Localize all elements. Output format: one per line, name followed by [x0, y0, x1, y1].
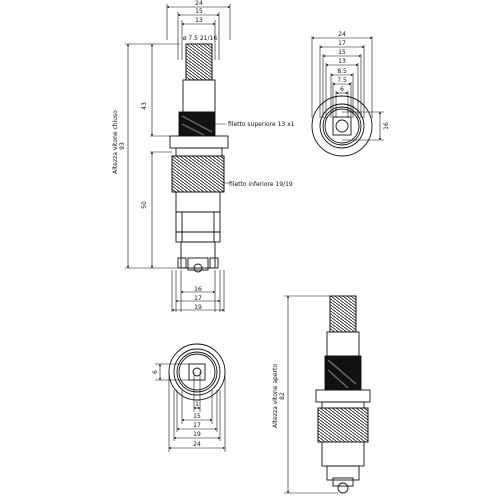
view-a-dim-24: 24: [195, 0, 203, 7]
view-c-dimensions: [155, 363, 226, 452]
view-b-dim-6: 6: [340, 86, 344, 93]
view-a-dim-93: 93: [119, 142, 126, 150]
view-a-dim-43: 43: [141, 102, 148, 110]
view-b-circles: [311, 95, 373, 157]
view-c-dim-1: 1: [195, 401, 199, 408]
view-d-dim-82: 82: [279, 392, 286, 400]
view-a-top-dimensions: [166, 4, 231, 60]
view-a-dim-17: 17: [194, 295, 202, 302]
view-b-dim-13: 13: [338, 58, 346, 65]
view-c-dim-17: 17: [193, 422, 201, 429]
view-d-open-spindle: 82 Altezza vitone aperto: [272, 295, 371, 494]
view-d-dimensions: [284, 295, 338, 494]
view-a-closed-spindle: 24 15 13 ø 7.5 21/16: [112, 0, 295, 312]
view-b-dim-24: 24: [338, 31, 346, 38]
view-a-vertical-dimensions: [125, 43, 180, 269]
view-c-circles: [168, 343, 226, 401]
view-a-spindle-body: [169, 43, 229, 273]
view-b-dim-7-5: 7.5: [337, 77, 347, 84]
view-b-dim-8-5: 8.5: [337, 68, 347, 75]
view-c-dim-24: 24: [193, 441, 201, 448]
view-b-dim-17: 17: [338, 40, 346, 47]
view-a-upper-thread-note: filetto superiore 13 x1: [228, 121, 295, 128]
view-a-dim-16: 16: [194, 286, 202, 293]
view-d-spindle-body: [315, 295, 371, 494]
view-a-height-label: Altezza vitone chiuso: [112, 110, 119, 174]
view-b-dim-15: 15: [338, 49, 346, 56]
view-b-dim-16: 16: [383, 122, 390, 130]
view-a-dim-13: 13: [195, 17, 203, 24]
view-a-bottom-dimensions: [171, 270, 225, 312]
view-c-dim-6: 6: [152, 370, 159, 374]
view-c-dim-15: 15: [193, 413, 201, 420]
view-a-lower-thread-note: filetto inferiore 19/19: [229, 181, 293, 188]
view-a-dim-15: 15: [195, 8, 203, 15]
view-c-bottom-view: 6 1 15 17 19 24: [152, 343, 226, 452]
view-a-dim-50: 50: [141, 201, 148, 209]
view-a-thread-label: ø 7.5 21/16: [183, 35, 218, 42]
view-d-height-label: Altezza vitone aperto: [272, 364, 279, 428]
view-a-dim-19: 19: [194, 304, 202, 311]
view-b-top-view: 24 17 15 13 8.5 7.5 6 16: [311, 31, 390, 157]
view-c-dim-19: 19: [193, 431, 201, 438]
